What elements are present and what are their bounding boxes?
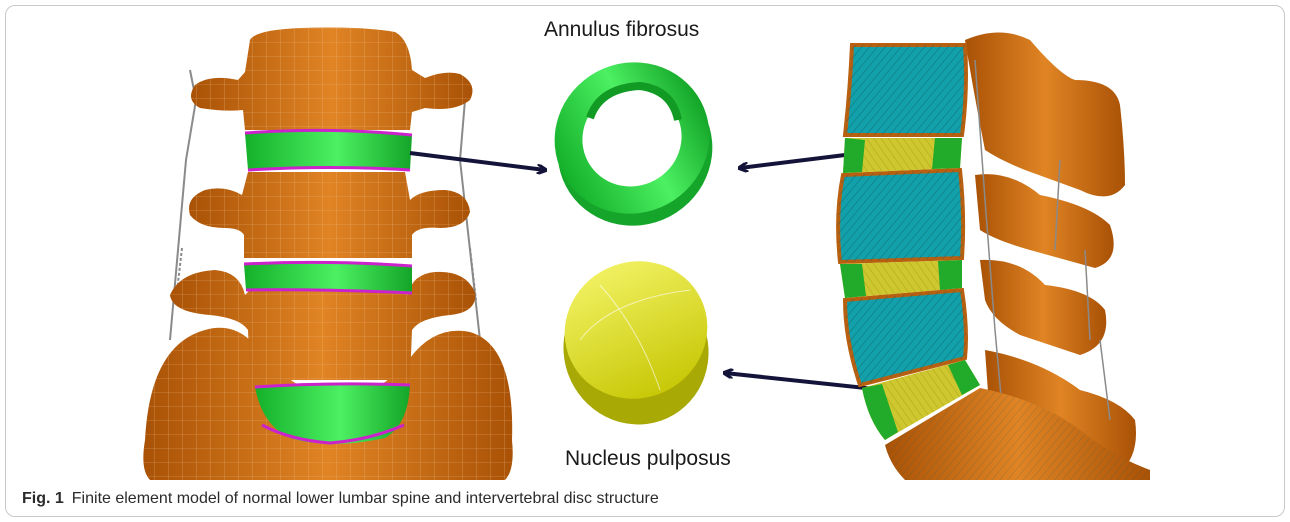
figure-caption: Fig. 1 Finite element model of normal low… [22,490,659,508]
nucleus-pulposus-label: Nucleus pulposus [565,447,731,471]
figure-number: Fig. 1 [22,490,64,507]
annulus-fibrosus-label: Annulus fibrosus [544,18,699,42]
annulus-fibrosus-model [528,35,739,253]
disc-middle [244,262,412,293]
arrow-left-to-annulus [410,153,545,170]
nucleus-pulposus-model [539,238,733,448]
arrow-right-to-annulus [740,155,845,168]
frontal-spine-illustration [143,28,512,481]
figure-caption-text: Finite element model of normal lower lum… [72,490,659,507]
vertebral-bodies [838,45,966,385]
disc-upper [245,130,412,170]
sagittal-spine-illustration [838,33,1150,481]
